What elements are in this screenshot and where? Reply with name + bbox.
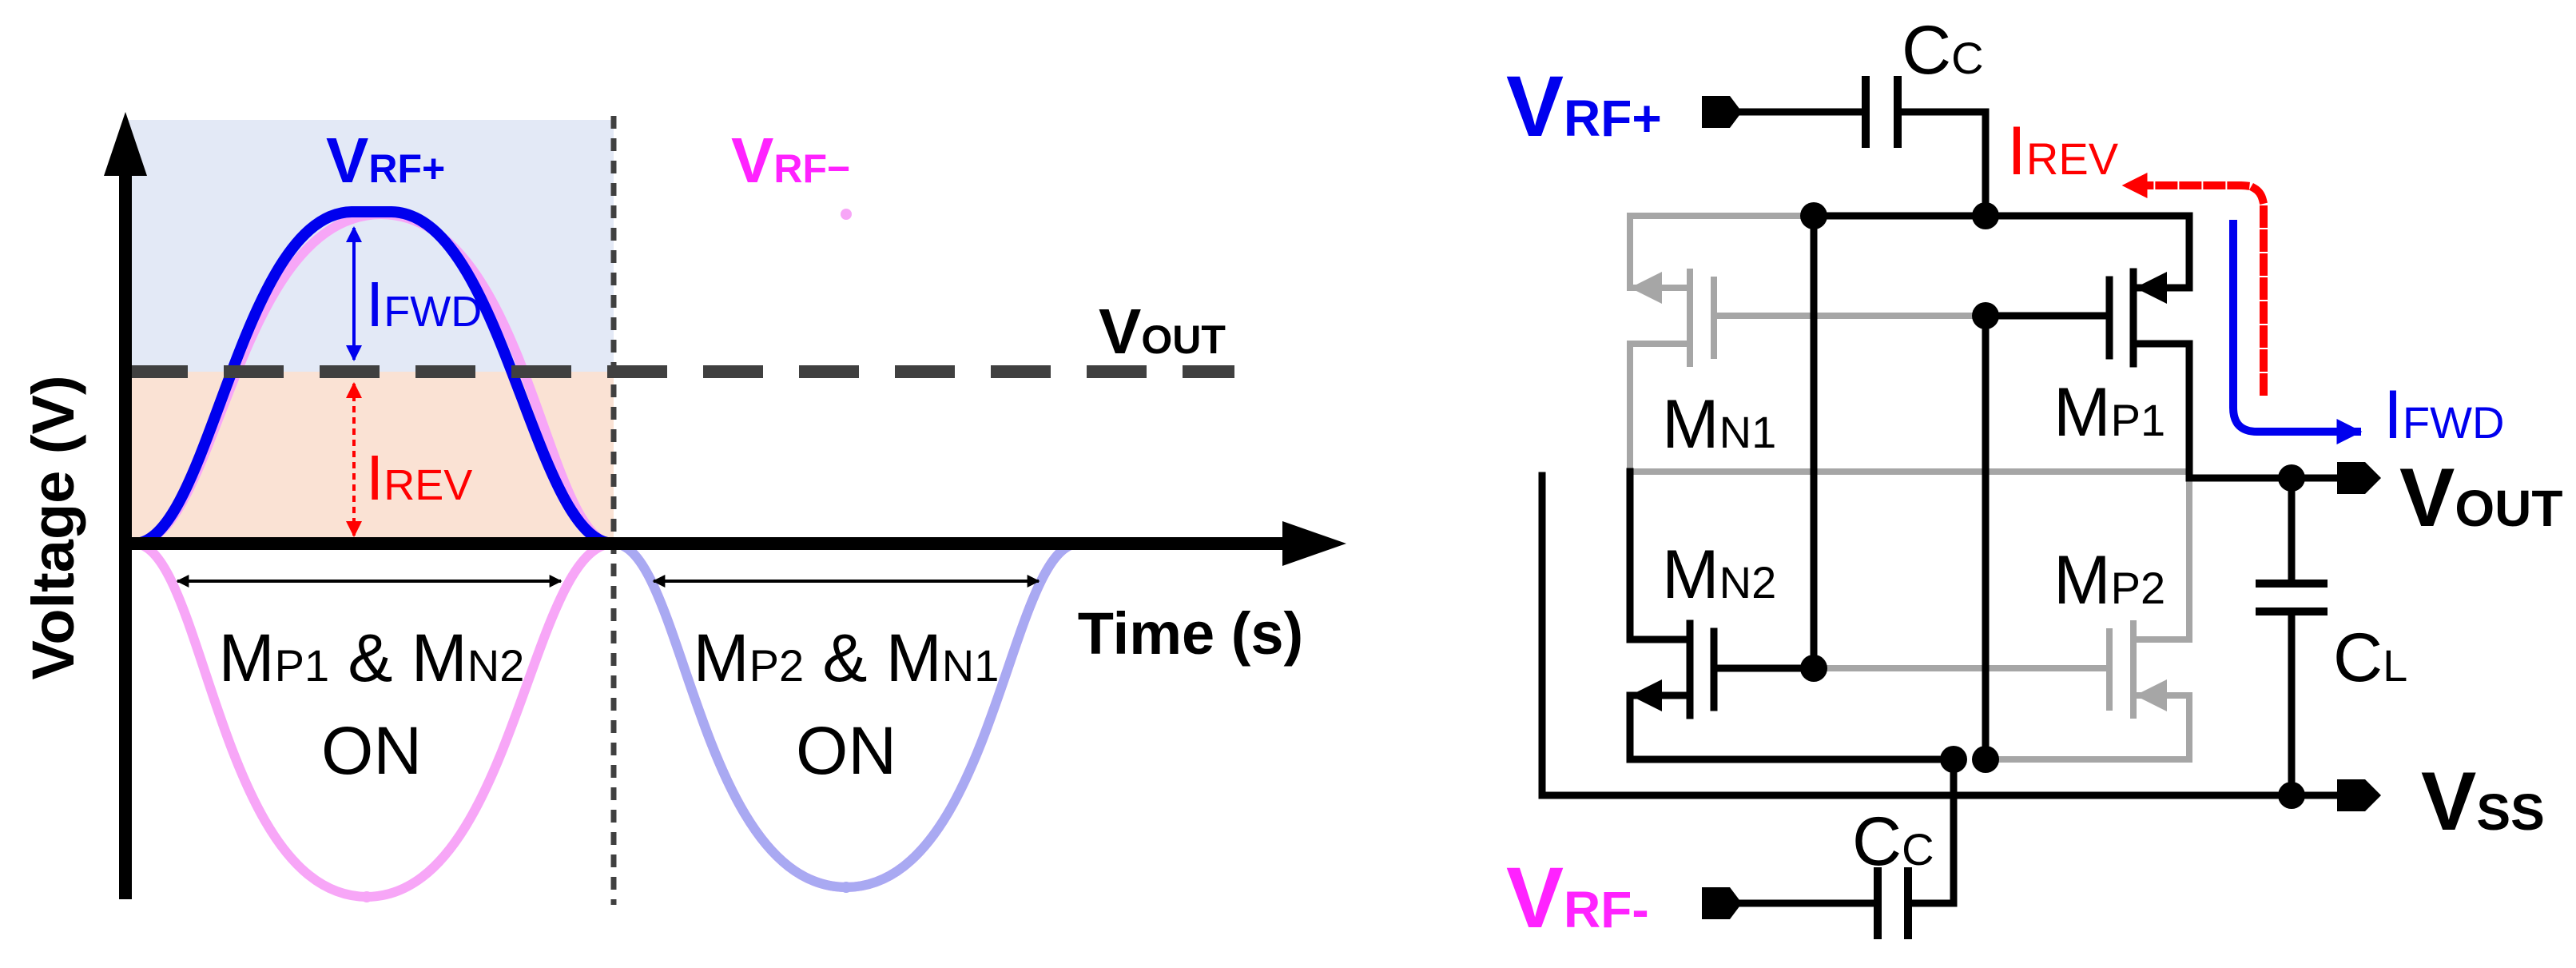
time-axis-label: Time (s)	[1078, 600, 1303, 667]
voltage-axis-label: Voltage (V)	[20, 376, 86, 680]
vrf-plus-label: VRF+	[1506, 58, 1662, 154]
mp1-source-arrow	[2135, 272, 2167, 304]
i-rev-current-arrow	[2121, 172, 2268, 396]
mn2-source-arrow	[1630, 679, 1662, 711]
cc-top-label: CC	[1902, 12, 1984, 89]
i-fwd-wave-label: IFWD	[366, 269, 482, 340]
phase2-transistors-label: MP2 & MN1	[694, 620, 1000, 695]
vrf-lavender-trough-dot	[841, 882, 852, 893]
vrf-minus-wave-label: VRF−	[731, 125, 850, 196]
forward-region-shade	[126, 120, 614, 372]
phase1-transistors-label: MP1 & MN2	[219, 620, 525, 695]
waveform-panel: Voltage (V) Time (s) VRF+ VRF− VOUT IFWD…	[20, 112, 1346, 905]
vout-wave-label: VOUT	[1099, 296, 1226, 367]
vrf-plus-curve	[133, 206, 614, 549]
phase2-state-label: ON	[796, 713, 896, 788]
i-rev-schematic-label: IREV	[2007, 113, 2119, 189]
schematic-panel	[1538, 76, 2381, 939]
i-rev-wave-label: IREV	[366, 442, 472, 513]
junction-dots	[1800, 202, 2305, 809]
vout-schematic-label: VOUT	[2399, 452, 2562, 544]
mp2-label: MP2	[2053, 542, 2165, 619]
vss-label: VSS	[2421, 755, 2545, 848]
phase1-state-label: ON	[321, 713, 422, 788]
capacitor-cc-bottom	[1874, 867, 1912, 939]
vrf-plus-port	[1702, 96, 1742, 128]
black-wiring	[1538, 108, 2371, 907]
capacitor-cc-top	[1862, 76, 1902, 148]
vrf-minus-port	[1702, 887, 1742, 919]
mp2-source-arrow	[2135, 679, 2167, 711]
mn2-label: MN2	[1662, 536, 1776, 613]
mn1-source-arrow	[1630, 272, 1662, 304]
voltage-axis-arrowhead	[104, 112, 147, 176]
vrf-minus-label: VRF-	[1506, 849, 1649, 946]
mn1-label: MN1	[1662, 386, 1776, 463]
vrf-minus-trough-dot	[361, 891, 372, 902]
mp1-label: MP1	[2053, 374, 2165, 451]
cc-bottom-label: CC	[1852, 803, 1934, 880]
time-axis-arrowhead	[1282, 521, 1346, 566]
schematic-labels: VRF+ VRF- CC CC IREV IFWD MP1 MP2 MN1 MN…	[1506, 12, 2562, 946]
vss-port	[2337, 779, 2381, 811]
cl-label: CL	[2333, 619, 2407, 696]
i-fwd-schematic-label: IFWD	[2383, 376, 2504, 453]
capacitor-cl	[2256, 580, 2328, 615]
transistor-mp1	[2077, 268, 2193, 368]
i-fwd-current-arrow	[2229, 220, 2363, 445]
vrf-plus-wave-label: VRF+	[326, 125, 445, 196]
vout-port	[2337, 462, 2381, 494]
vrf-minus-peak-dot	[841, 209, 852, 220]
